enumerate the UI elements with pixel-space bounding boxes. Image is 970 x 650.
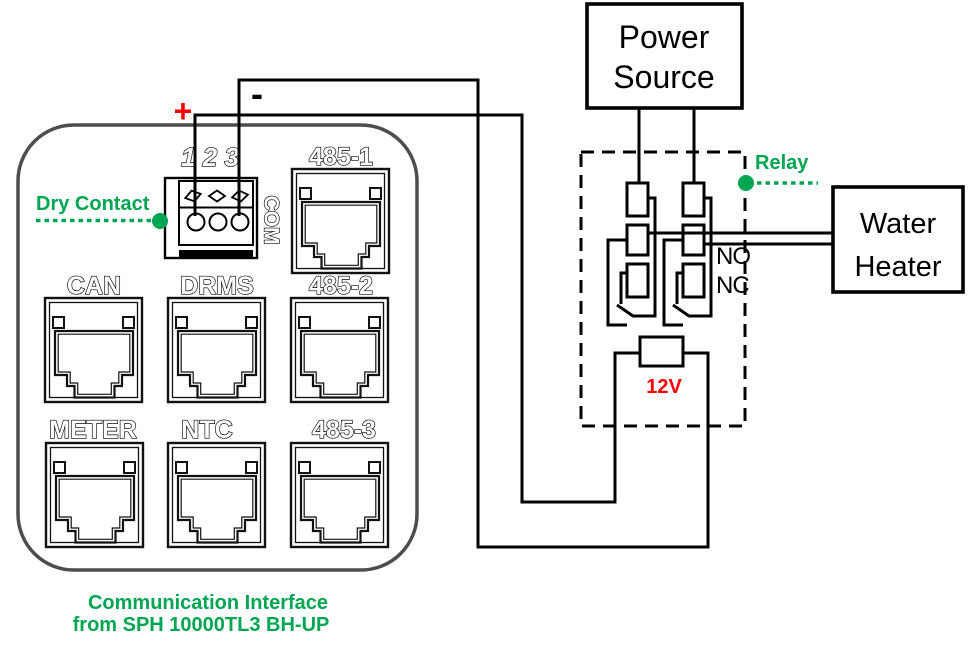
power-source-rect — [585, 2, 744, 110]
terminal-screw-slot-2 — [207, 189, 227, 203]
water-heater-rect — [831, 185, 965, 294]
relay-callout: Relay — [738, 152, 818, 191]
plus-symbol: + — [174, 93, 193, 129]
com-label: COM — [260, 196, 283, 245]
port-label-485-1: 485-1 — [309, 143, 373, 171]
dry-contact-terminal-block — [163, 176, 259, 260]
power-source-box: Power Source — [585, 2, 744, 110]
water-heater-box: Water Heater — [831, 185, 965, 294]
port-label-485-2: 485-2 — [309, 272, 373, 300]
terminal-block-inner — [178, 180, 254, 246]
relay-dashed-box — [579, 150, 747, 428]
water-heater-line1: Water — [860, 208, 937, 240]
rj45-port-ntc — [166, 441, 267, 549]
terminal-numbers-label: 1 2 3 — [181, 142, 239, 172]
caption-line2: from SPH 10000TL3 BH-UP — [73, 614, 330, 636]
dry-contact-dot — [152, 213, 168, 229]
terminal-screw-slot-1 — [183, 189, 203, 203]
dry-contact-plus-wire — [193, 113, 617, 504]
relay-nc-label: NC — [716, 272, 749, 299]
comm-interface-enclosure — [16, 123, 419, 572]
rj45-port-485-2 — [289, 296, 390, 404]
relay-coil-voltage-label: 12V — [646, 376, 682, 398]
port-label-can: CAN — [67, 272, 121, 300]
power-source-line1: Power — [619, 19, 710, 55]
rj45-port-can — [43, 296, 144, 404]
rj45-port-485-1 — [290, 167, 391, 275]
port-label-ntc: NTC — [181, 416, 232, 444]
rj45-port-485-3 — [289, 441, 390, 549]
terminal-hole-3 — [230, 212, 250, 232]
coil-left-wire — [613, 351, 640, 458]
relay-contact-left — [606, 181, 657, 327]
terminal-hole-1 — [186, 212, 206, 232]
dry-contact-minus-wire — [237, 78, 710, 549]
relay-no-label: NO — [716, 243, 750, 270]
dry-contact-callout: Dry Contact — [36, 193, 168, 229]
port-label-485-3: 485-3 — [312, 416, 376, 444]
dry-contact-label: Dry Contact — [36, 193, 150, 215]
rj45-port-drms — [166, 296, 267, 404]
power-source-line2: Source — [613, 59, 714, 95]
water-heater-line2: Heater — [854, 251, 941, 283]
terminal-hole-2 — [208, 212, 228, 232]
minus-symbol: - — [251, 73, 263, 114]
relay-coil — [638, 335, 685, 368]
relay-label: Relay — [755, 152, 809, 174]
port-label-drms: DRMS — [180, 272, 254, 300]
terminal-block-base-bar — [179, 250, 253, 258]
rj45-ports — [43, 167, 391, 549]
relay-dot — [738, 175, 754, 191]
caption-line1: Communication Interface — [88, 592, 328, 614]
relay-contact-right — [662, 181, 713, 327]
rj45-port-meter — [44, 441, 145, 549]
port-label-meter: METER — [49, 416, 137, 444]
